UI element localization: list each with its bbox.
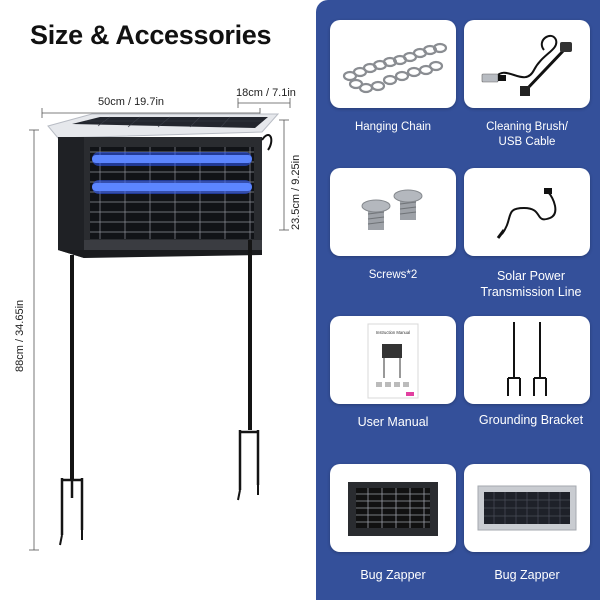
accessory-card-solar-panel (464, 464, 590, 552)
ground-stake-icon (507, 322, 547, 396)
total-height-dimension-label: 88cm / 34.65in (14, 299, 26, 372)
depth-dimension-label: 18cm / 7.1in (236, 87, 296, 99)
product-drawing (29, 98, 291, 551)
manual-mini-title: Instruction Manual (376, 330, 410, 335)
accessory-card-screws (330, 168, 456, 256)
cable-icon (496, 188, 557, 239)
accessory-card-bug-zapper-box (330, 464, 456, 552)
page-title: Size & Accessories (30, 20, 272, 50)
accessory-card-user-manual: Instruction Manual (330, 316, 456, 404)
solar-panel-icon (477, 485, 577, 531)
chain-icon (342, 42, 448, 94)
screws-icon (361, 189, 423, 230)
product-dimension-panel: Size & Accessories (14, 20, 302, 551)
width-dimension-label: 50cm / 19.7in (98, 96, 165, 108)
manual-icon: Instruction Manual (367, 323, 419, 399)
accessory-label-hanging-chain: Hanging Chain (354, 121, 432, 133)
box-height-dimension-label: 23.5cm / 9.25in (290, 154, 302, 230)
accessory-card-hanging-chain (330, 20, 456, 108)
usb-cable-icon (481, 34, 572, 96)
accessory-label-grounding-bracket: Grounding Bracket (478, 413, 584, 427)
zapper-icon (348, 482, 438, 536)
accessory-label-bug-zapper-2: Bug Zapper (494, 568, 560, 582)
accessories-panel: Hanging Chain Cleaning Brush/ USB Cable … (316, 0, 600, 600)
accessory-label-user-manual: User Manual (357, 415, 429, 429)
accessory-card-power-line (464, 168, 590, 256)
accessory-label-usb-cable: Cleaning Brush/ USB Cable (486, 121, 568, 148)
accessory-label-power-line: Solar Power Transmission Line (480, 269, 582, 299)
accessory-card-usb-cable (464, 20, 590, 108)
accessory-label-screws: Screws*2 (368, 269, 418, 281)
accessory-card-grounding-bracket (464, 316, 590, 404)
accessory-label-bug-zapper-1: Bug Zapper (360, 568, 426, 582)
